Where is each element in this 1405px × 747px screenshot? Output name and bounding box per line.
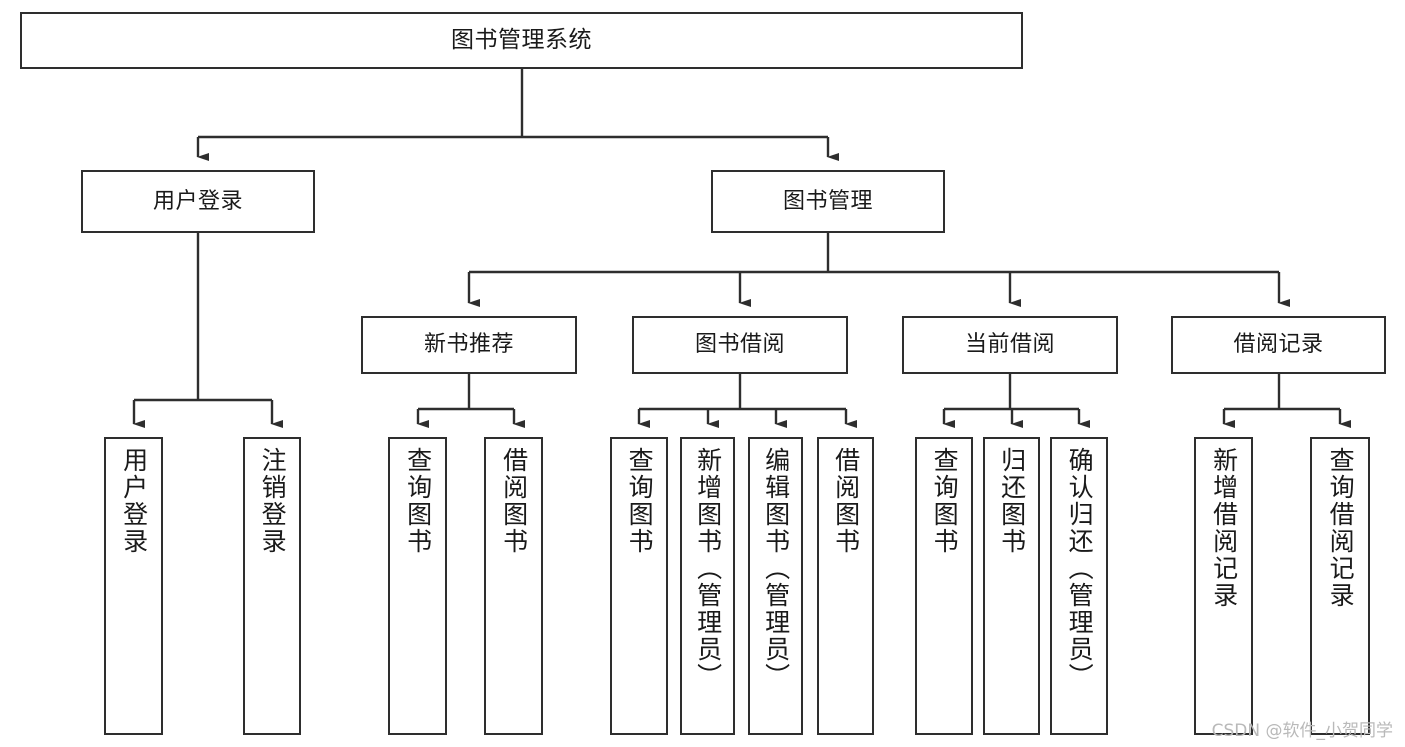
node-leaf-10[interactable]: 归还图书: [983, 437, 1040, 735]
node-l1-login[interactable]: 用户登录: [81, 170, 315, 233]
node-leaf-1[interactable]: 用户登录: [104, 437, 163, 735]
node-label: 借阅记录: [1233, 332, 1324, 358]
node-l2-current[interactable]: 当前借阅: [902, 316, 1118, 374]
node-label: 新书推荐: [423, 332, 514, 358]
node-leaf-12[interactable]: 新增借阅记录: [1194, 437, 1253, 735]
node-root[interactable]: 图书管理系统: [20, 12, 1023, 69]
node-label: 图书管理系统: [451, 26, 592, 53]
node-label: 新增借阅记录: [1209, 447, 1239, 609]
node-label: 确认归还（管理员）: [1065, 447, 1095, 690]
node-label: 新增图书（管理员）: [693, 447, 723, 690]
node-leaf-3[interactable]: 查询图书: [388, 437, 447, 735]
node-label: 编辑图书（管理员）: [761, 447, 791, 690]
node-label: 查询借阅记录: [1326, 447, 1356, 609]
node-l1-book[interactable]: 图书管理: [711, 170, 945, 233]
node-label: 用户登录: [119, 447, 149, 555]
node-label: 注销登录: [258, 447, 288, 555]
watermark-text: CSDN @软件_小贺同学: [1211, 721, 1393, 741]
node-leaf-2[interactable]: 注销登录: [243, 437, 301, 735]
node-label: 当前借阅: [964, 332, 1055, 358]
node-label: 图书管理: [782, 188, 873, 214]
node-label: 用户登录: [152, 188, 243, 214]
node-leaf-4[interactable]: 借阅图书: [484, 437, 543, 735]
node-leaf-7[interactable]: 编辑图书（管理员）: [748, 437, 803, 735]
node-label: 借阅图书: [499, 447, 529, 555]
node-leaf-6[interactable]: 新增图书（管理员）: [680, 437, 735, 735]
node-label: 查询图书: [403, 447, 433, 555]
node-label: 查询图书: [930, 447, 960, 555]
node-label: 查询图书: [625, 447, 655, 555]
node-label: 归还图书: [997, 447, 1027, 555]
node-l2-borrow[interactable]: 图书借阅: [632, 316, 848, 374]
node-leaf-8[interactable]: 借阅图书: [817, 437, 874, 735]
node-l2-newbook[interactable]: 新书推荐: [361, 316, 577, 374]
node-l2-records[interactable]: 借阅记录: [1171, 316, 1386, 374]
node-leaf-9[interactable]: 查询图书: [915, 437, 973, 735]
node-leaf-11[interactable]: 确认归还（管理员）: [1050, 437, 1108, 735]
node-leaf-5[interactable]: 查询图书: [610, 437, 668, 735]
node-label: 图书借阅: [694, 332, 785, 358]
node-leaf-13[interactable]: 查询借阅记录: [1310, 437, 1370, 735]
node-label: 借阅图书: [831, 447, 861, 555]
